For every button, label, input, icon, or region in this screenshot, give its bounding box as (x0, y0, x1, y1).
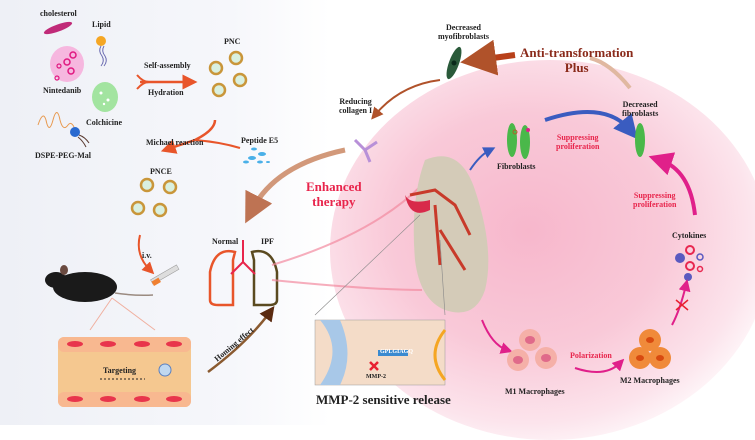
dspe-peg-mal-icon (37, 112, 90, 148)
myofibroblast-icon (446, 46, 462, 80)
pnce-particles (130, 177, 178, 218)
cytokines-icon (675, 245, 704, 281)
diagram-graphics (37, 21, 704, 407)
mmp2-release-inset (314, 319, 447, 386)
cholesterol-icon (43, 21, 73, 35)
label-mmp2-sensitive-release: MMP-2 sensitive release (316, 392, 451, 407)
fibrotic-lung (405, 156, 489, 313)
mouse-icon (45, 265, 154, 302)
label-normal: Normal (212, 237, 239, 246)
lungs-icon (208, 240, 279, 307)
label-hydration: Hydration (148, 88, 184, 97)
label-self-assembly: Self-assembly (144, 61, 191, 70)
label-pnce: PNCE (150, 167, 172, 176)
label-peptide-e5: Peptide E5 (241, 136, 279, 145)
label-lipid: Lipid (92, 20, 111, 29)
label-michael-reaction: Michael reaction (146, 138, 204, 147)
label-polarization: Polarization (570, 351, 612, 360)
label-peptide-sequence: GPLGIAGQ (380, 349, 414, 355)
colchicine-icon (92, 82, 118, 112)
m1-macrophages-icon (507, 329, 557, 371)
label-m1-macrophages: M1 Macrophages (505, 387, 565, 396)
label-nintedanib: Nintedanib (43, 86, 82, 95)
collagen-icon (353, 138, 378, 163)
syringe-icon (150, 264, 180, 286)
m2-macrophages-icon (629, 329, 671, 369)
homing-arrow (207, 305, 275, 373)
label-pnc: PNC (224, 37, 241, 46)
label-m2-macrophages: M2 Macrophages (620, 376, 680, 385)
label-cytokines: Cytokines (672, 231, 707, 240)
fibroblasts-icon (507, 123, 530, 159)
label-fibroblasts: Fibroblasts (497, 162, 536, 171)
blood-vessel (58, 337, 191, 407)
pnc-particles (208, 50, 248, 98)
label-dspe-peg-mal: DSPE-PEG-Mal (35, 151, 91, 160)
lipid-icon (96, 36, 107, 67)
label-mmp2: MMP-2 (366, 374, 386, 380)
decreased-fibroblast-icon (635, 123, 645, 157)
label-ipf: IPF (261, 237, 274, 246)
label-iv: i.v. (142, 251, 152, 260)
peptide-e5-icon (243, 147, 270, 164)
nintedanib-icon (50, 46, 84, 82)
label-cholesterol: cholesterol (40, 9, 77, 18)
label-colchicine: Colchicine (86, 118, 122, 127)
label-targeting: Targeting (103, 366, 137, 375)
